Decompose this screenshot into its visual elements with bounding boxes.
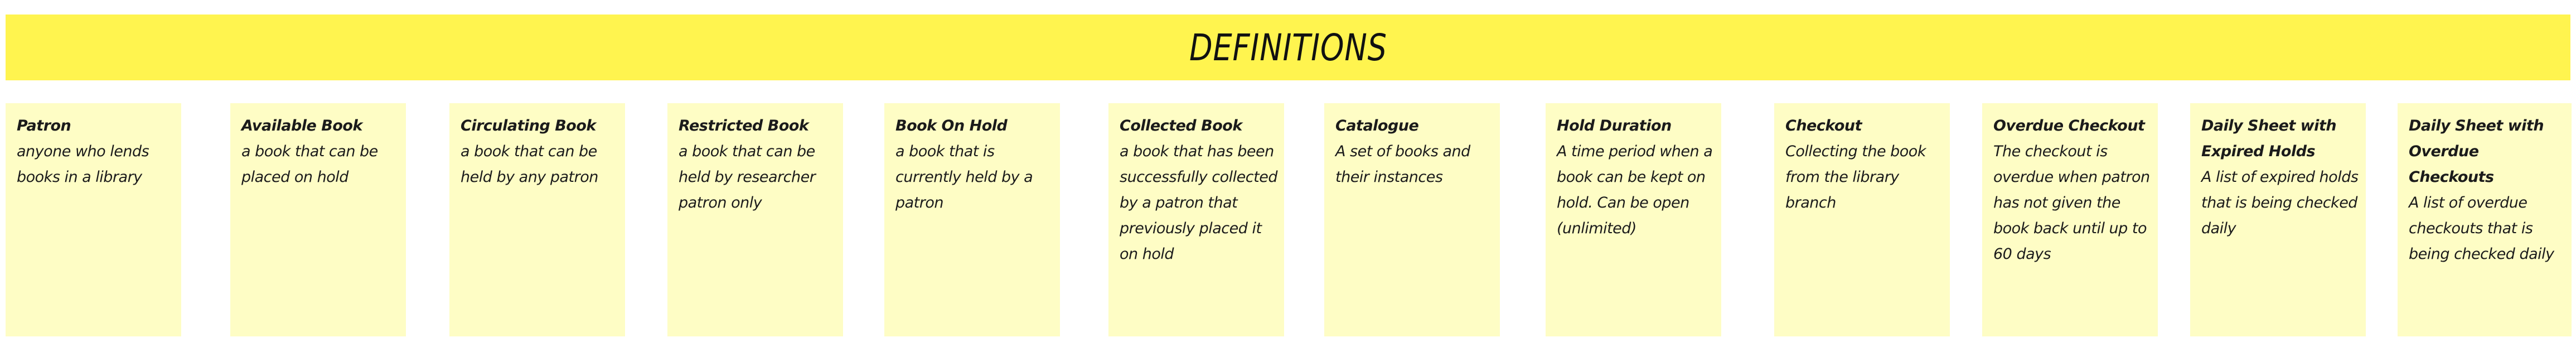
note-title: Book On Hold bbox=[895, 117, 1008, 134]
sticky-note-catalogue[interactable]: Catalogue A set of books and their insta… bbox=[1324, 103, 1500, 336]
note-text: a book that can be held by any patron bbox=[461, 143, 598, 186]
note-title: Checkout bbox=[1785, 117, 1862, 134]
note-text: a book that is currently held by a patro… bbox=[895, 143, 1033, 211]
sticky-note-available-book[interactable]: Available Book a book that can be placed… bbox=[230, 103, 406, 336]
note-text: Collecting the book from the library bra… bbox=[1785, 143, 1926, 211]
sticky-note-book-on-hold[interactable]: Book On Hold a book that is currently he… bbox=[884, 103, 1060, 336]
page-title: DEFINITIONS bbox=[1189, 26, 1387, 69]
note-title: Circulating Book bbox=[461, 117, 596, 134]
sticky-note-circulating-book[interactable]: Circulating Book a book that can be held… bbox=[449, 103, 625, 336]
note-title: Overdue Checkout bbox=[1993, 117, 2145, 134]
note-text: anyone who lends books in a library bbox=[17, 143, 149, 186]
note-text: A time period when a book can be kept on… bbox=[1557, 143, 1713, 237]
note-title: Restricted Book bbox=[679, 117, 809, 134]
sticky-note-restricted-book[interactable]: Restricted Book a book that can be held … bbox=[667, 103, 843, 336]
sticky-note-daily-sheet-overdue-checkouts[interactable]: Daily Sheet with Overdue Checkouts A lis… bbox=[2398, 103, 2572, 336]
note-title: Hold Duration bbox=[1557, 117, 1672, 134]
sticky-note-overdue-checkout[interactable]: Overdue Checkout The checkout is overdue… bbox=[1982, 103, 2158, 336]
definitions-notes: Patron anyone who lends books in a libra… bbox=[0, 103, 2576, 338]
note-title: Collected Book bbox=[1120, 117, 1242, 134]
note-text: A set of books and their instances bbox=[1335, 143, 1470, 186]
note-text: The checkout is overdue when patron has … bbox=[1993, 143, 2150, 263]
sticky-note-patron[interactable]: Patron anyone who lends books in a libra… bbox=[6, 103, 181, 336]
note-text: a book that has been successfully collec… bbox=[1120, 143, 1277, 263]
note-text: a book that can be held by researcher pa… bbox=[679, 143, 816, 211]
note-title: Daily Sheet with Expired Holds bbox=[2201, 117, 2337, 160]
sticky-note-hold-duration[interactable]: Hold Duration A time period when a book … bbox=[1546, 103, 1721, 336]
note-title: Daily Sheet with Overdue Checkouts bbox=[2409, 117, 2544, 186]
note-title: Available Book bbox=[241, 117, 362, 134]
note-title: Catalogue bbox=[1335, 117, 1419, 134]
sticky-note-daily-sheet-expired-holds[interactable]: Daily Sheet with Expired Holds A list of… bbox=[2190, 103, 2366, 336]
note-text: A list of overdue checkouts that is bein… bbox=[2409, 194, 2554, 263]
sticky-note-checkout[interactable]: Checkout Collecting the book from the li… bbox=[1774, 103, 1950, 336]
note-text: A list of expired holds that is being ch… bbox=[2201, 168, 2359, 237]
sticky-note-collected-book[interactable]: Collected Book a book that has been succ… bbox=[1108, 103, 1284, 336]
note-text: a book that can be placed on hold bbox=[241, 143, 378, 186]
definitions-banner: DEFINITIONS bbox=[6, 15, 2570, 80]
note-title: Patron bbox=[17, 117, 71, 134]
